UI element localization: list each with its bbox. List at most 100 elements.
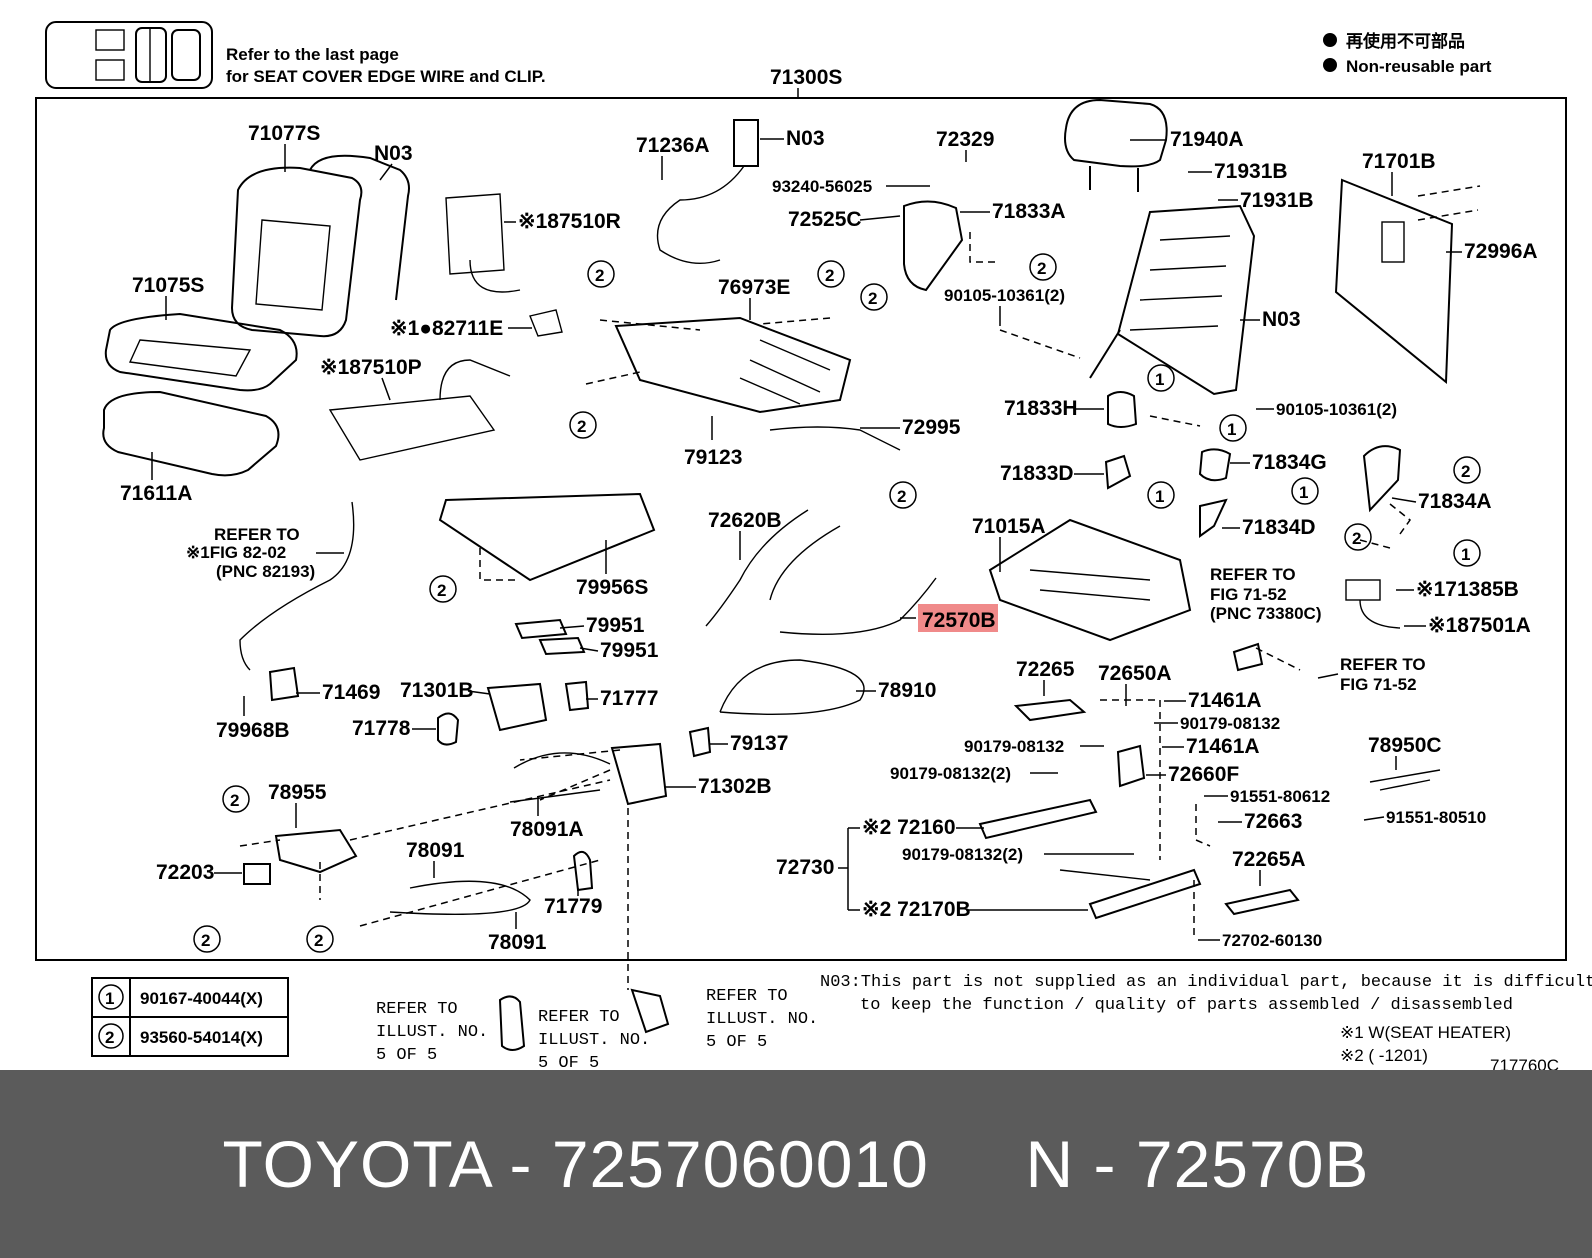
part-71833D: 71833D bbox=[1000, 462, 1074, 485]
ref-fig82-line2: ※1FIG 82-02 bbox=[186, 543, 286, 562]
callout-2: 2 bbox=[314, 931, 323, 950]
parts-diagram: Refer to the last page for SEAT COVER ED… bbox=[35, 21, 1592, 1075]
cable-72620B-icon bbox=[705, 509, 841, 627]
part-72996A: 72996A bbox=[1464, 240, 1538, 263]
cable-78910-icon bbox=[719, 659, 865, 715]
cover-72265A-icon bbox=[1224, 888, 1300, 916]
part-71236A: 71236A bbox=[636, 134, 710, 157]
part-90179-08132-d: 90179-08132(2) bbox=[902, 845, 1023, 864]
part-number-banner: TOYOTA - 7257060010 N - 72570B bbox=[0, 1070, 1592, 1258]
recliner-cover-icon bbox=[903, 200, 964, 292]
figure-code: 717760C bbox=[1490, 1056, 1559, 1070]
cable-78091-icon bbox=[389, 880, 531, 915]
callout-1: 1 bbox=[1299, 483, 1308, 502]
handle-71777-icon bbox=[564, 680, 590, 712]
callout-2: 2 bbox=[868, 289, 877, 308]
ref-fig7152a-line2: FIG 71-52 bbox=[1210, 585, 1287, 604]
part-72570B-highlighted[interactable]: 72570B bbox=[922, 609, 996, 632]
part-71777: 71777 bbox=[600, 687, 658, 710]
note-line-1: Refer to the last page bbox=[226, 45, 399, 64]
connector-171385B-icon bbox=[1345, 579, 1381, 601]
lock-assembly-icon bbox=[486, 682, 668, 806]
knob-71778-icon bbox=[437, 712, 460, 746]
part-72663: 72663 bbox=[1244, 810, 1302, 833]
ref-fig7152b-line1: REFER TO bbox=[1340, 655, 1426, 674]
seatback-frame-icon bbox=[1089, 204, 1256, 396]
part-N03-cover: N03 bbox=[374, 142, 413, 165]
part-71833H: 71833H bbox=[1004, 397, 1078, 420]
part-78091A: 78091A bbox=[510, 818, 584, 841]
callout-2: 2 bbox=[577, 417, 586, 436]
cable-78950C-icon bbox=[1369, 769, 1441, 791]
ref-illust-b-line1: REFER TO bbox=[538, 1008, 620, 1027]
part-N03-sensor: N03 bbox=[786, 127, 825, 150]
part-72160: ※2 72160 bbox=[862, 816, 956, 839]
callout-2: 2 bbox=[230, 791, 239, 810]
part-187510P: ※187510P bbox=[320, 356, 422, 379]
sensor-N03-icon bbox=[733, 119, 759, 167]
part-71834A: 71834A bbox=[1418, 490, 1492, 513]
note-date-range: ※2 ( -1201) bbox=[1340, 1046, 1428, 1065]
part-93240-56025: 93240-56025 bbox=[772, 177, 872, 196]
part-71461A-a: 71461A bbox=[1188, 689, 1262, 712]
ref-illust-b-line3: 5 OF 5 bbox=[538, 1054, 599, 1070]
part-72995: 72995 bbox=[902, 416, 961, 439]
cover-71833D-icon bbox=[1104, 454, 1132, 490]
part-71015A: 71015A bbox=[972, 515, 1046, 538]
part-71834G: 71834G bbox=[1252, 451, 1327, 474]
part-78910: 78910 bbox=[878, 679, 936, 702]
part-79951-a: 79951 bbox=[586, 614, 645, 637]
cap-71834G-icon bbox=[1198, 448, 1232, 482]
switch-71469-icon bbox=[268, 666, 300, 702]
legend-row-1-num: 1 bbox=[105, 989, 114, 1008]
part-72265A: 72265A bbox=[1232, 848, 1306, 871]
ref-illust-a-line1: REFER TO bbox=[376, 1000, 458, 1019]
highlight-box bbox=[918, 604, 998, 632]
part-82711E: ※1●82711E bbox=[390, 317, 503, 340]
part-71833A: 71833A bbox=[992, 200, 1066, 223]
part-90105-10361-top: 90105-10361(2) bbox=[944, 286, 1065, 305]
part-71077S: 71077S bbox=[248, 122, 320, 145]
part-90179-08132-c: 90179-08132(2) bbox=[890, 764, 1011, 783]
ref-fig7152b-line2: FIG 71-52 bbox=[1340, 675, 1417, 694]
callout-2: 2 bbox=[1037, 259, 1046, 278]
seat-cover-reference-icon bbox=[45, 21, 213, 89]
clip-illust-a-icon bbox=[498, 995, 526, 1051]
n03-note-line2: to keep the function / quality of parts … bbox=[860, 996, 1513, 1015]
legend-row-2-num: 2 bbox=[105, 1028, 114, 1047]
non-reusable-dot-icon bbox=[1323, 58, 1337, 72]
part-72702-60130: 72702-60130 bbox=[1222, 931, 1322, 950]
part-78955: 78955 bbox=[268, 781, 327, 804]
diagram-svg: Refer to the last page for SEAT COVER ED… bbox=[35, 21, 1592, 1075]
ref-illust-a-line2: ILLUST. NO. bbox=[376, 1023, 488, 1042]
seat-track-bracket-icon bbox=[614, 316, 852, 414]
part-72650A: 72650A bbox=[1098, 662, 1172, 685]
ref-illust-c-line1: REFER TO bbox=[706, 987, 788, 1006]
part-71779: 71779 bbox=[544, 895, 602, 918]
part-N03-frame: N03 bbox=[1262, 308, 1301, 331]
part-78091-b: 78091 bbox=[488, 931, 547, 954]
bracket-72660F-icon bbox=[1116, 744, 1146, 788]
seat-heater-switch-icon bbox=[529, 309, 563, 337]
ref-fig82-line3: (PNC 82193) bbox=[216, 562, 315, 581]
ref-fig82-line1: REFER TO bbox=[214, 525, 300, 544]
part-79951-b: 79951 bbox=[600, 639, 659, 662]
assembly-label: 71300S bbox=[770, 66, 842, 89]
seat-track-rail-upper-icon bbox=[978, 798, 1098, 840]
ref-illust-c-line2: ILLUST. NO. bbox=[706, 1010, 818, 1029]
seatback-board-icon bbox=[1334, 178, 1454, 385]
part-91551-80612: 91551-80612 bbox=[1230, 787, 1330, 806]
callout-2: 2 bbox=[1352, 529, 1361, 548]
connector-7152-icon bbox=[1232, 642, 1264, 672]
part-71931B-b: 71931B bbox=[1240, 189, 1314, 212]
callout-1: 1 bbox=[1155, 487, 1164, 506]
part-71301B: 71301B bbox=[400, 679, 474, 702]
part-79137: 79137 bbox=[730, 732, 788, 755]
legend-row-1-part: 90167-40044(X) bbox=[140, 989, 263, 1008]
callout-1: 1 bbox=[1155, 370, 1164, 389]
part-187501A: ※187501A bbox=[1428, 614, 1531, 637]
striker-78955-icon bbox=[274, 828, 358, 874]
part-79968B: 79968B bbox=[216, 719, 290, 742]
part-72730: 72730 bbox=[776, 856, 834, 879]
ref-illust-b-line2: ILLUST. NO. bbox=[538, 1031, 650, 1050]
